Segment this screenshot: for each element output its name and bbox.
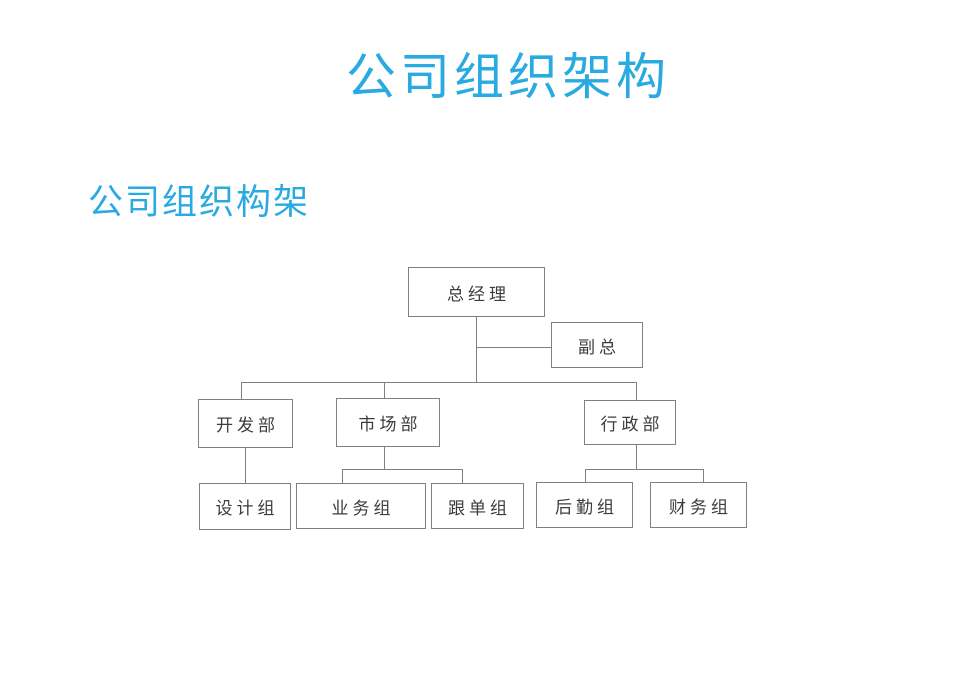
org-node-deputy-general-manager: 副总	[551, 322, 643, 368]
connector-administration-bus	[585, 469, 703, 470]
connector-development-design	[245, 448, 246, 483]
org-node-finance-team: 财务组	[650, 482, 747, 528]
org-node-order-follow-team: 跟单组	[431, 483, 524, 529]
connector-business-up	[342, 469, 343, 483]
org-node-administration-dept: 行政部	[584, 400, 676, 445]
connector-marketing-up	[384, 382, 385, 398]
connector-development-up	[241, 382, 242, 399]
connector-administration-drop	[636, 445, 637, 469]
section-subtitle: 公司组织构架	[88, 183, 311, 223]
org-node-general-manager: 总经理	[408, 267, 545, 317]
connector-level2-bus	[241, 382, 637, 383]
org-node-design-team: 设计组	[199, 483, 291, 530]
org-node-marketing-dept: 市场部	[336, 398, 440, 447]
org-node-business-team: 业务组	[296, 483, 426, 529]
connector-marketing-drop	[384, 447, 385, 469]
connector-order-follow-up	[462, 469, 463, 483]
connector-finance-up	[703, 469, 704, 482]
org-node-development-dept: 开发部	[198, 399, 293, 448]
connector-logistics-up	[585, 469, 586, 482]
connector-gm-vertical	[476, 317, 477, 382]
page-title: 公司组织架构	[346, 48, 670, 106]
connector-marketing-bus	[342, 469, 462, 470]
connector-deputy-link	[476, 347, 551, 348]
connector-administration-up	[636, 382, 637, 400]
org-node-logistics-team: 后勤组	[536, 482, 633, 528]
